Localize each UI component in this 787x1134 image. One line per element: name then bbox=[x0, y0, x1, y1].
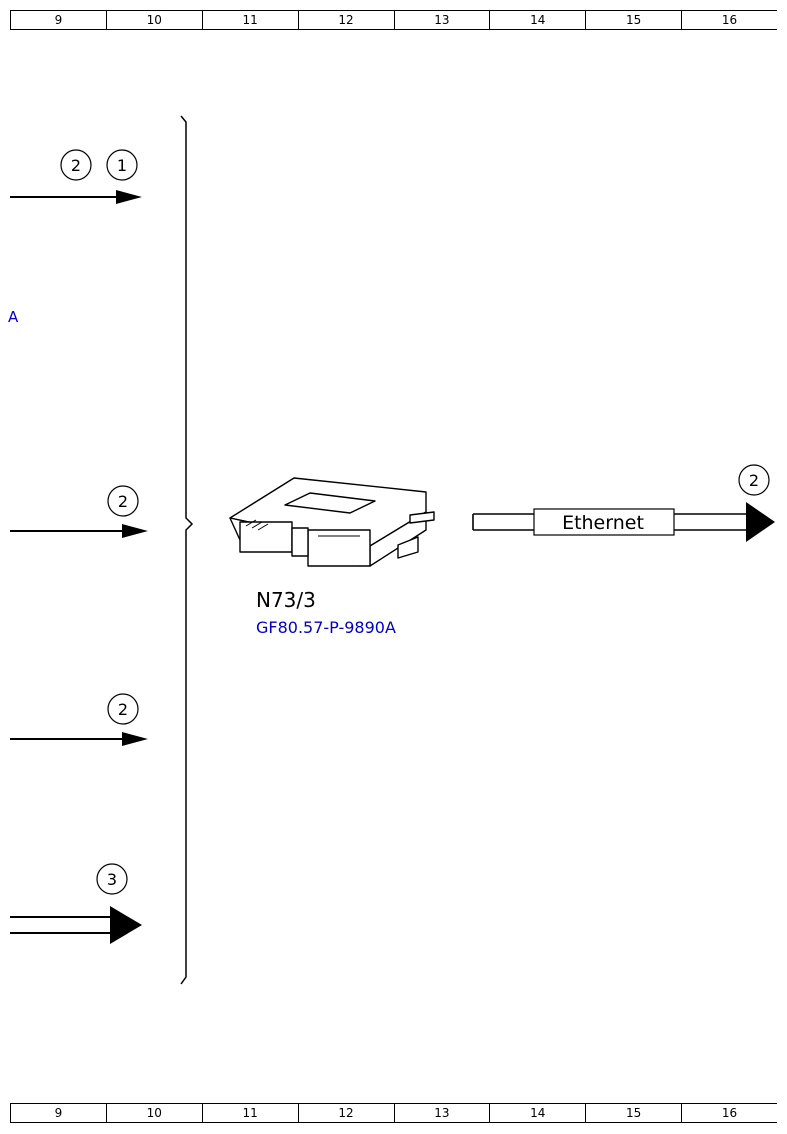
ruler-cell: 16 bbox=[681, 11, 777, 29]
ruler-cell: 13 bbox=[393, 11, 490, 29]
partial-doc-link[interactable]: A bbox=[8, 308, 19, 326]
control-unit-icon bbox=[229, 477, 435, 567]
signal-arrow bbox=[10, 524, 148, 538]
ref-number: 1 bbox=[117, 156, 127, 175]
ref-circle: 2 bbox=[738, 464, 770, 496]
ruler-cell: 9 bbox=[10, 1104, 106, 1122]
ruler-cell: 13 bbox=[393, 1104, 490, 1122]
bottom-column-ruler: 9 10 11 12 13 14 15 16 bbox=[10, 1103, 777, 1123]
component-doc-link[interactable]: GF80.57-P-9890A bbox=[256, 618, 396, 637]
ruler-cell: 11 bbox=[201, 11, 298, 29]
ref-circle: 2 bbox=[107, 693, 139, 725]
ruler-cell: 16 bbox=[681, 1104, 777, 1122]
ref-number: 2 bbox=[118, 700, 128, 719]
ruler-cell: 10 bbox=[105, 1104, 202, 1122]
ref-circle: 2 bbox=[107, 485, 139, 517]
ref-circle: 1 bbox=[106, 149, 138, 181]
component-name: N73/3 bbox=[256, 588, 316, 612]
top-column-ruler: 9 10 11 12 13 14 15 16 bbox=[10, 10, 777, 30]
ref-number: 3 bbox=[107, 870, 117, 889]
ruler-cell: 15 bbox=[585, 1104, 681, 1122]
ref-circle: 2 bbox=[60, 149, 92, 181]
signal-arrow bbox=[10, 190, 142, 204]
ethernet-label: Ethernet bbox=[562, 512, 644, 534]
ref-number: 2 bbox=[749, 471, 759, 490]
ruler-cell: 12 bbox=[297, 11, 394, 29]
ruler-cell: 12 bbox=[297, 1104, 394, 1122]
ruler-cell: 9 bbox=[10, 11, 106, 29]
ruler-cell: 14 bbox=[489, 11, 585, 29]
ruler-cell: 11 bbox=[201, 1104, 298, 1122]
bus-arrow bbox=[10, 906, 142, 944]
ruler-cell: 14 bbox=[489, 1104, 585, 1122]
ref-circle: 3 bbox=[96, 863, 128, 895]
ruler-cell: 15 bbox=[585, 11, 681, 29]
ref-number: 2 bbox=[118, 492, 128, 511]
signal-arrow bbox=[10, 732, 148, 746]
ruler-cell: 10 bbox=[105, 11, 202, 29]
grouping-brace bbox=[180, 115, 194, 985]
ref-number: 2 bbox=[71, 156, 81, 175]
ethernet-arrow bbox=[472, 502, 775, 542]
ethernet-label-box: Ethernet bbox=[533, 508, 675, 536]
